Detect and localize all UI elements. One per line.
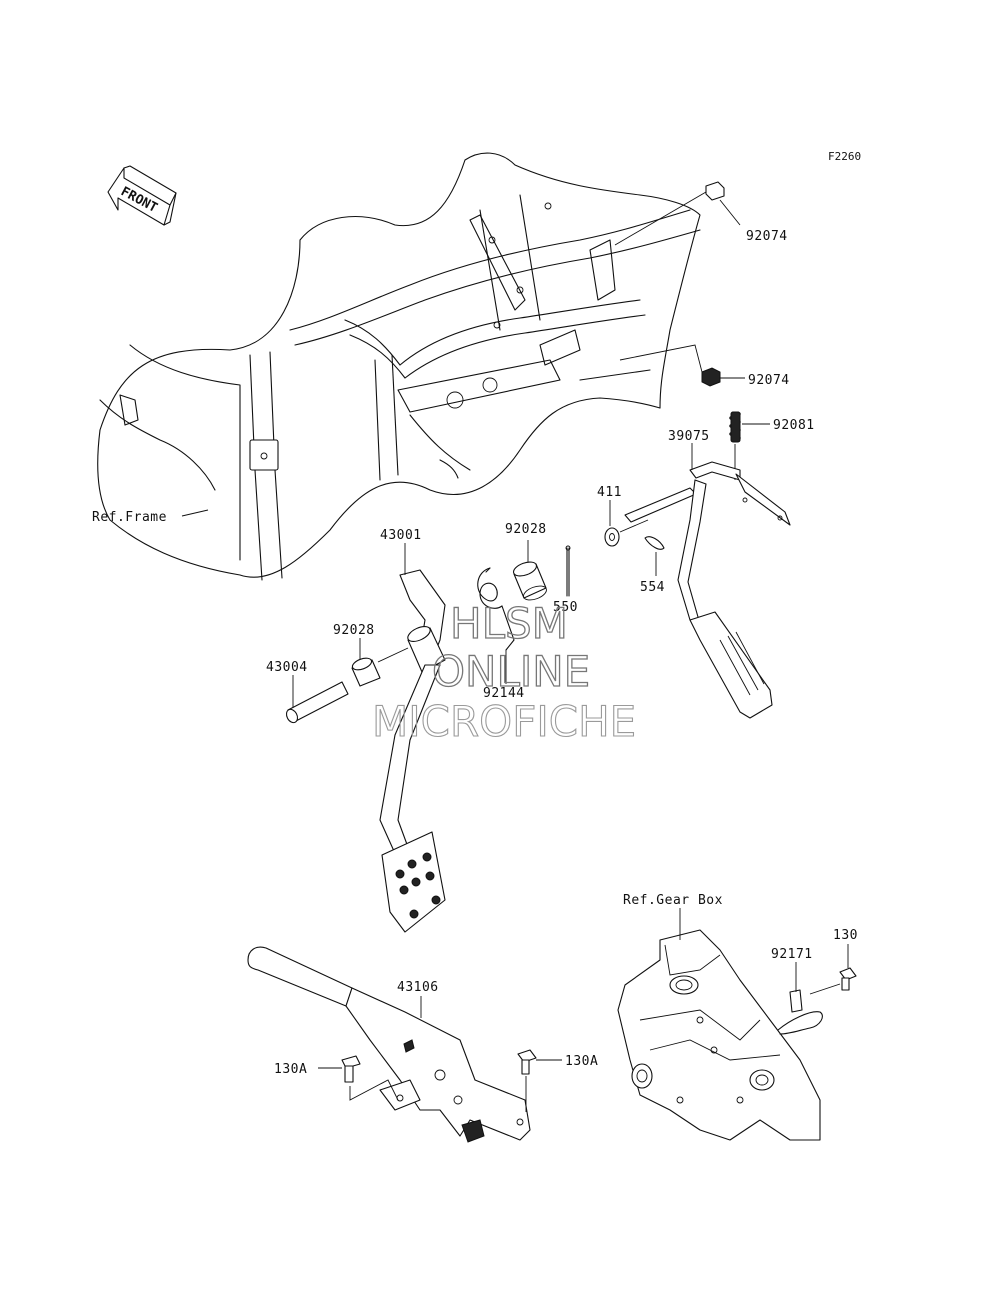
ref-gear-box-label: Ref.Gear Box [623, 893, 723, 908]
frame-assembly [97, 152, 701, 581]
label-43004: 43004 [266, 660, 308, 675]
label-92074-upper: 92074 [746, 229, 788, 244]
figure-id: F2260 [828, 150, 861, 163]
pin-554 [644, 536, 665, 576]
label-130A-left: 130A [274, 1062, 307, 1077]
label-92074-lower: 92074 [748, 373, 790, 388]
pedal-39075 [624, 443, 791, 719]
watermark: HLSM ONLINE MICROFICHE [371, 598, 636, 746]
bolt-130A-left [318, 1055, 399, 1101]
label-550: 550 [553, 600, 578, 615]
label-43001: 43001 [380, 528, 422, 543]
label-92028-lower: 92028 [333, 623, 375, 638]
label-92171: 92171 [771, 947, 813, 962]
label-92028-upper: 92028 [505, 522, 547, 537]
label-130: 130 [833, 928, 858, 943]
cap-92074-lower [619, 344, 745, 387]
clip-92171 [777, 962, 823, 1035]
pin-550 [565, 545, 571, 597]
cap-92074-upper [614, 181, 741, 246]
bushing-92028-upper [512, 540, 547, 601]
label-130A-right: 130A [565, 1054, 598, 1069]
pedal-43001 [379, 543, 446, 933]
watermark-line3: MICROFICHE [372, 697, 636, 746]
label-39075: 39075 [668, 429, 710, 444]
label-43106: 43106 [397, 980, 439, 995]
watermark-line2: ONLINE [432, 647, 590, 696]
bushing-92028-lower [351, 638, 409, 687]
watermark-line1: HLSM [450, 599, 568, 648]
lever-43106 [247, 946, 531, 1143]
label-411: 411 [597, 485, 622, 500]
ref-frame-leader [181, 509, 209, 517]
bolt-130 [809, 944, 857, 995]
label-92144: 92144 [483, 686, 525, 701]
spring-92144 [477, 567, 515, 684]
label-554: 554 [640, 580, 665, 595]
bolt-130A-right [517, 1049, 562, 1112]
spring-92081 [729, 411, 770, 480]
shaft-43004 [285, 675, 349, 724]
front-arrow-icon: FRONT [107, 165, 177, 226]
gear-box [617, 908, 821, 1141]
washer-411 [604, 500, 649, 547]
label-92081: 92081 [773, 418, 815, 433]
ref-frame-label: Ref.Frame [92, 510, 167, 525]
